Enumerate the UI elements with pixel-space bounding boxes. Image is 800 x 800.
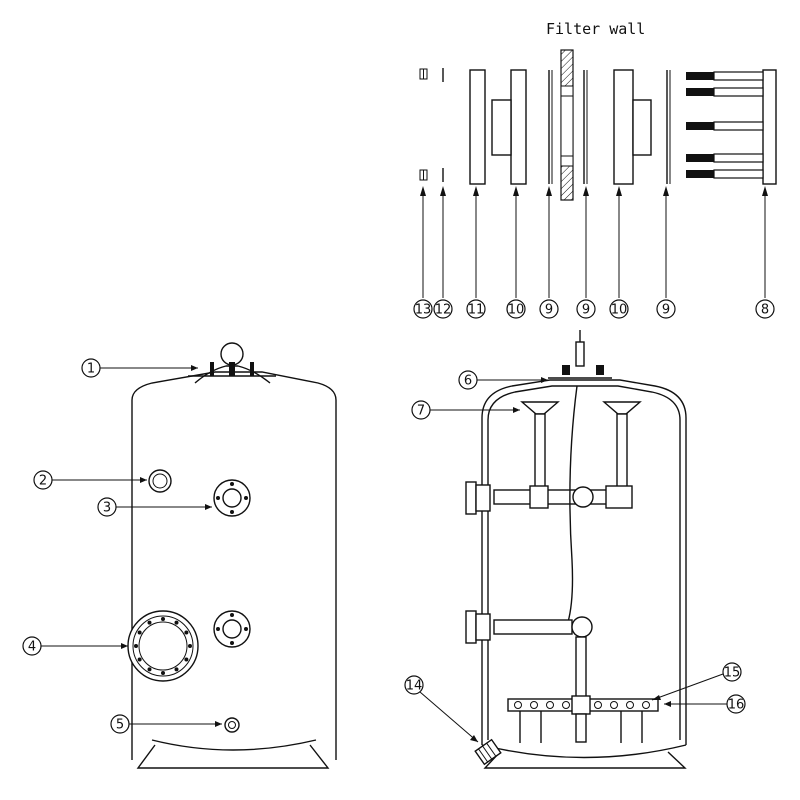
callout-number: 1 [87, 362, 95, 377]
callout-c16: 16 [664, 694, 746, 714]
upper-header-pipe [493, 489, 623, 505]
top-valve [188, 342, 276, 384]
callout-bubble [110, 714, 130, 734]
callout-c14: 14 [404, 675, 479, 743]
vent-pipe [575, 341, 585, 367]
tank-base [136, 744, 330, 769]
callout-c8: 8 [755, 186, 775, 319]
callout-number: 9 [545, 303, 553, 318]
callout-number: 12 [435, 303, 452, 318]
tank-section [465, 330, 687, 769]
callout-c5: 5 [110, 714, 222, 734]
callout-bubble [726, 694, 746, 714]
callout-c10b: 10 [609, 186, 629, 319]
callout-c9c: 9 [656, 186, 676, 319]
flange-nozzle-upper [213, 479, 251, 517]
drain-port [224, 717, 240, 733]
callout-bubble [33, 470, 53, 490]
callout-number: 4 [28, 640, 36, 655]
callout-bubble [411, 400, 431, 420]
callout-number: 13 [415, 303, 432, 318]
tank-body [131, 371, 337, 760]
callout-c12: 12 [433, 186, 453, 319]
flange-nozzle-lower [213, 610, 251, 648]
callout-bubble [576, 299, 596, 319]
side-drain-valve [474, 738, 502, 766]
callout-number: 9 [582, 303, 590, 318]
callout-number: 10 [611, 303, 628, 318]
callout-bubble [539, 299, 559, 319]
callout-bubble [656, 299, 676, 319]
manhole [127, 610, 199, 682]
filter-wall-title: Filter wall [546, 20, 645, 38]
callout-bubble [458, 370, 478, 390]
callout-bubble [433, 299, 453, 319]
callout-c9a: 9 [539, 186, 559, 319]
callout-c2: 2 [33, 470, 147, 490]
callout-c13: 13 [413, 186, 433, 319]
callout-number: 5 [116, 718, 124, 733]
callout-bubble [413, 299, 433, 319]
flange-right-hub [632, 99, 652, 156]
callout-c3: 3 [97, 497, 212, 517]
callout-bubble [609, 299, 629, 319]
right-callouts: 6 7 14 15 16 [404, 370, 746, 743]
callout-number: 2 [39, 474, 47, 489]
callout-c15: 15 [651, 662, 742, 701]
callout-number: 15 [724, 666, 741, 681]
callout-c6: 6 [458, 370, 548, 390]
callout-bubble [755, 299, 775, 319]
flange-left-hub [491, 99, 512, 156]
top-distributor-left [520, 401, 560, 415]
left-callouts: 1 2 3 4 5 [22, 358, 222, 734]
callout-number: 14 [406, 679, 423, 694]
callout-c1: 1 [81, 358, 198, 378]
callout-bubble [506, 299, 526, 319]
callout-bubble [97, 497, 117, 517]
callout-c10a: 10 [506, 186, 526, 319]
callout-bubble [404, 675, 424, 695]
lower-header-pipe [493, 619, 573, 635]
callout-c9b: 9 [576, 186, 596, 319]
flange-right [613, 69, 634, 185]
callout-bubble [22, 636, 42, 656]
bolt-assembly [686, 69, 777, 185]
top-distributor-right [602, 401, 642, 415]
callout-c11: 11 [466, 186, 486, 319]
sight-glass [148, 469, 172, 493]
exploded-assembly [419, 49, 777, 201]
callout-bubble [466, 299, 486, 319]
tank-section-body [481, 379, 687, 745]
callout-number: 10 [508, 303, 525, 318]
flange-left [510, 69, 527, 185]
callout-number: 11 [468, 303, 485, 318]
callout-number: 3 [103, 501, 111, 516]
callout-number: 9 [662, 303, 670, 318]
callout-c4: 4 [22, 636, 128, 656]
callout-number: 7 [417, 404, 425, 419]
callout-c7: 7 [411, 400, 520, 420]
tank-exterior [127, 342, 337, 769]
outer-plate [469, 69, 486, 185]
callout-number: 6 [464, 374, 472, 389]
callout-number: 8 [761, 303, 769, 318]
callout-bubble [722, 662, 742, 682]
callout-number: 16 [728, 698, 745, 713]
tank-section-base [483, 751, 687, 769]
callout-bubble [81, 358, 101, 378]
